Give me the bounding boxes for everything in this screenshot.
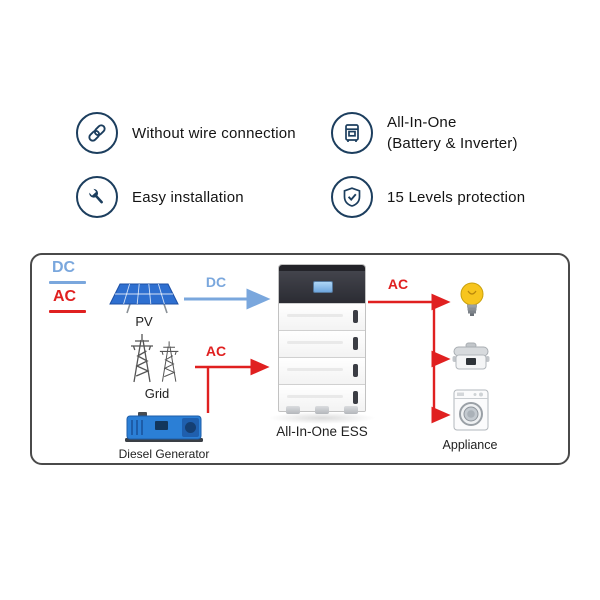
feature-label: All-In-One (Battery & Inverter) xyxy=(387,112,518,154)
ess-top-cap xyxy=(279,265,365,271)
feature-label: Without wire connection xyxy=(132,124,296,142)
legend-dc: DC xyxy=(52,259,76,276)
feature-protection: 15 Levels protection xyxy=(331,176,525,218)
grid-label: Grid xyxy=(144,386,170,401)
feature-line2: (Battery & Inverter) xyxy=(387,135,518,152)
rice-cooker-icon xyxy=(452,342,490,370)
pv-label: PV xyxy=(135,314,153,329)
ess-display-screen xyxy=(313,281,333,293)
ess-inverter-head xyxy=(279,271,365,303)
ess-battery-module xyxy=(279,303,365,330)
grid-towers-icon xyxy=(131,334,179,383)
grid-ac-flow-label: AC xyxy=(205,343,227,359)
feature-easy-install: Easy installation xyxy=(76,176,244,218)
ess-battery-module xyxy=(279,330,365,357)
washing-machine-icon xyxy=(453,389,489,431)
output-ac-flow-label: AC xyxy=(387,276,409,292)
feature-label: Easy installation xyxy=(132,188,244,206)
legend-ac-line xyxy=(49,310,86,313)
diesel-generator-icon xyxy=(125,412,203,442)
generator-label: Diesel Generator xyxy=(118,447,210,461)
appliance-label: Appliance xyxy=(442,438,498,452)
ess-foot xyxy=(344,406,358,414)
feature-no-wire: Without wire connection xyxy=(76,112,296,154)
link-icon xyxy=(76,112,118,154)
wrench-icon xyxy=(76,176,118,218)
legend-ac: AC xyxy=(53,288,77,305)
feature-all-in-one: All-In-One (Battery & Inverter) xyxy=(331,112,518,154)
ess-label: All-In-One ESS xyxy=(276,424,368,439)
light-bulb-icon xyxy=(460,282,484,316)
shield-check-icon xyxy=(331,176,373,218)
ess-foot xyxy=(315,406,329,414)
feature-line1: All-In-One xyxy=(387,114,457,131)
solar-panel-icon xyxy=(109,283,179,314)
ess-tower xyxy=(278,264,366,412)
dc-flow-label: DC xyxy=(205,274,227,290)
legend-dc-line xyxy=(49,281,86,284)
ess-foot xyxy=(286,406,300,414)
ess-battery-module xyxy=(279,357,365,384)
ess-shadow xyxy=(268,412,376,424)
inverter-icon xyxy=(331,112,373,154)
feature-label: 15 Levels protection xyxy=(387,188,526,206)
connector-lines xyxy=(184,288,451,424)
